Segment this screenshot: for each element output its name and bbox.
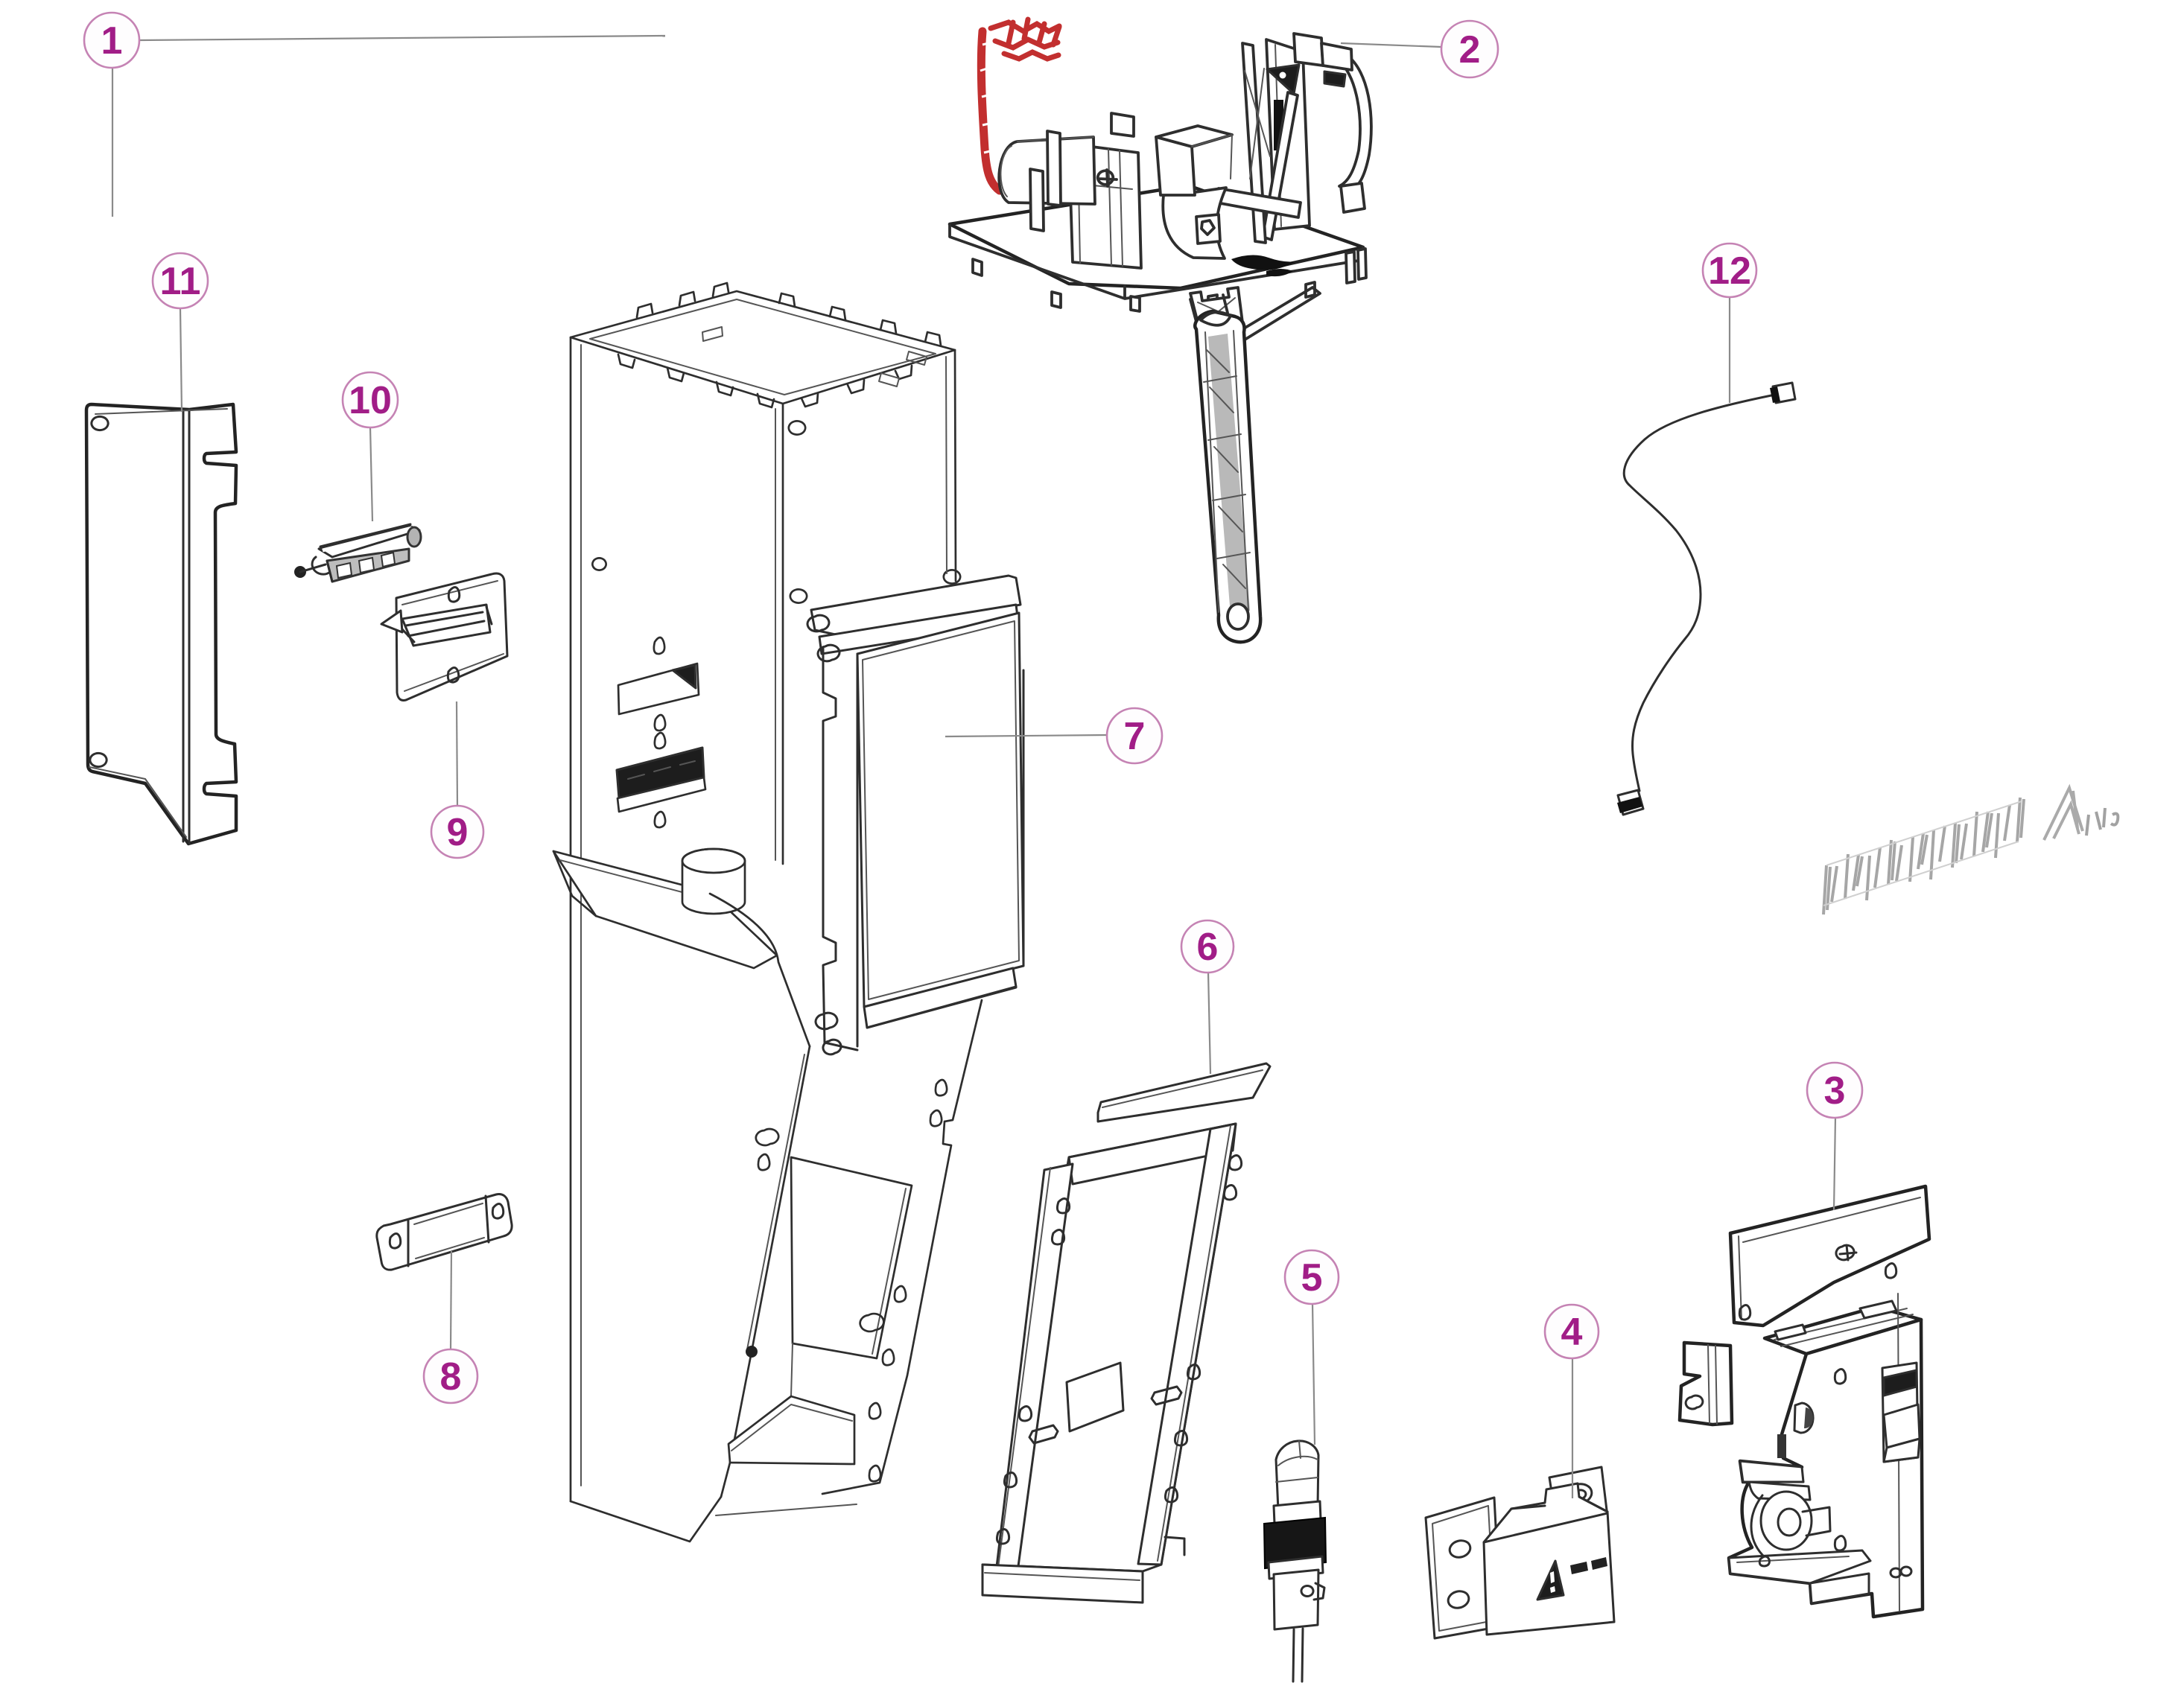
svg-text:6: 6 <box>1197 926 1219 969</box>
svg-text:9: 9 <box>447 811 469 854</box>
svg-text:2: 2 <box>1459 28 1481 71</box>
svg-text:11: 11 <box>160 260 201 303</box>
svg-text:1: 1 <box>101 19 123 63</box>
svg-text:4: 4 <box>1561 1311 1583 1354</box>
svg-text:8: 8 <box>440 1355 462 1399</box>
svg-text:3: 3 <box>1824 1069 1846 1113</box>
svg-text:5: 5 <box>1301 1256 1323 1299</box>
svg-text:7: 7 <box>1124 715 1146 758</box>
svg-text:12: 12 <box>1708 249 1751 293</box>
svg-text:10: 10 <box>349 379 392 422</box>
